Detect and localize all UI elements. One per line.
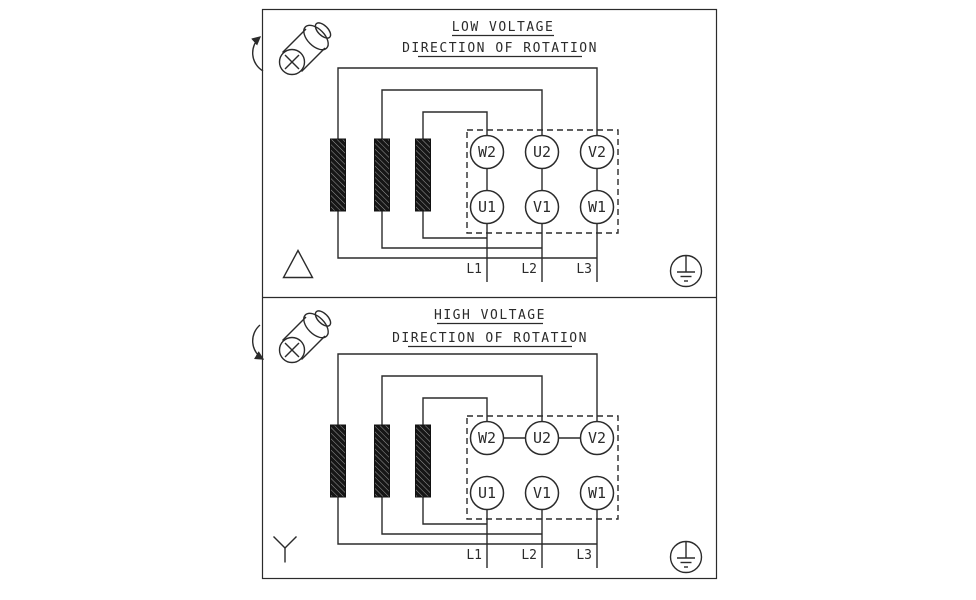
rotation-subtitle: DIRECTION OF ROTATION [402,41,598,56]
winding-bar [415,138,431,212]
winding-bars [330,138,431,212]
shaft-rotation-icon [251,22,332,76]
delta-jumpers [486,168,598,191]
lead-label-l2: L2 [521,262,537,277]
earth-ground-icon [669,540,703,574]
terminal-board: W2 U2 V2 U1 V1 W1 [466,415,619,520]
lead-label-l1: L1 [466,262,482,277]
terminal-board-outline [466,129,619,234]
terminal-label: V2 [588,429,606,447]
terminal-v2 [579,420,615,456]
winding-bar [415,424,431,498]
terminal-label: U1 [478,484,496,502]
terminal-label: W1 [588,198,606,216]
terminal-label: U1 [478,198,496,216]
lead-label-l2: L2 [521,548,537,563]
winding-bar [330,138,346,212]
winding-bar [330,424,346,498]
terminal-board: W2 U2 V2 U1 V1 W1 [466,129,619,234]
high-voltage-title: HIGH VOLTAGE [434,308,546,323]
delta-icon [282,249,314,279]
lead-label-l3: L3 [576,548,592,563]
terminal-label: U2 [533,143,551,161]
terminal-w2 [469,134,505,170]
winding-wires [337,67,598,259]
shaft-rotation-icon [251,310,332,364]
terminal-w2 [469,420,505,456]
terminal-u1 [469,189,505,225]
winding-wires [337,353,598,545]
terminal-label: W2 [478,429,496,447]
rotation-arrow-icon [251,324,265,360]
winding-bar [374,424,390,498]
terminal-board-outline [466,415,619,520]
wye-icon [273,536,297,563]
rotation-arrow-icon [251,36,264,72]
terminal-u1 [469,475,505,511]
diagram-border [261,8,718,580]
lead-label-l1: L1 [466,548,482,563]
panel-low-voltage: LOW VOLTAGE DIRECTION OF ROTATION [251,20,703,288]
low-voltage-title: LOW VOLTAGE [452,20,555,35]
earth-ground-icon [669,254,703,288]
terminal-w1 [579,189,615,225]
terminal-v2 [579,134,615,170]
terminal-label: V1 [533,484,551,502]
terminal-label: W2 [478,143,496,161]
terminal-u2 [524,420,560,456]
winding-bars [330,424,431,498]
terminal-v1 [524,475,560,511]
panel-high-voltage: HIGH VOLTAGE DIRECTION OF ROTATION [251,308,703,574]
terminal-label: W1 [588,484,606,502]
terminal-w1 [579,475,615,511]
terminal-label: V1 [533,198,551,216]
terminal-label: V2 [588,143,606,161]
rotation-subtitle: DIRECTION OF ROTATION [392,331,588,346]
terminal-u2 [524,134,560,170]
terminal-v1 [524,189,560,225]
winding-bar [374,138,390,212]
terminal-label: U2 [533,429,551,447]
lead-label-l3: L3 [576,262,592,277]
